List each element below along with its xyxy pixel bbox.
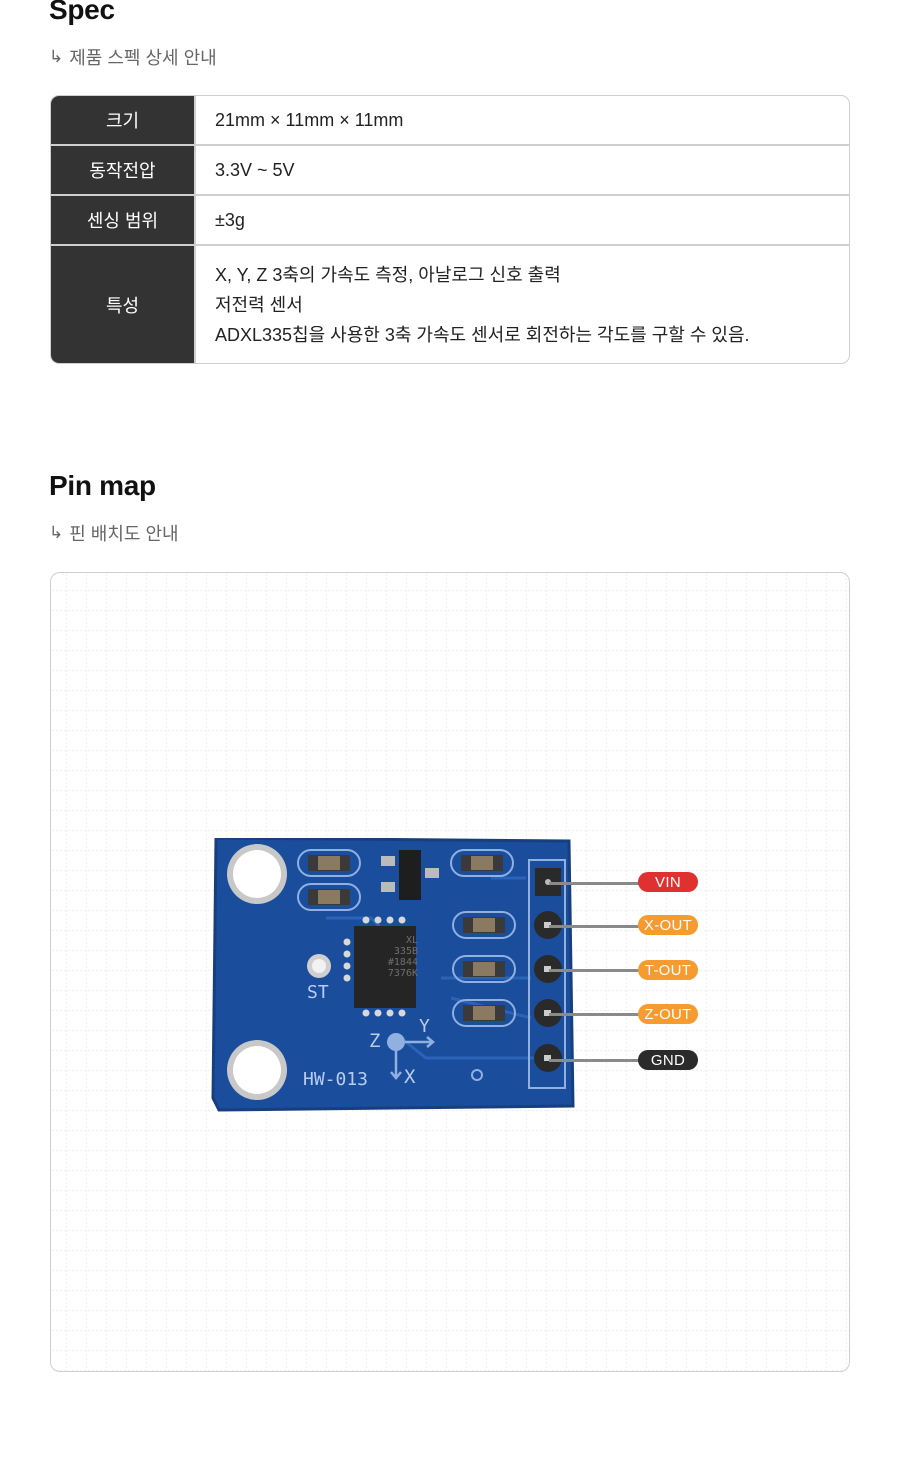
pinmap-subtitle-text: 핀 배치도 안내 [69,524,179,544]
pinmap-card: XL 335B #1844 7376K ST Z Y X HW-013 VIN … [50,572,850,1372]
pin-leader-x-out [549,925,639,928]
spec-value-line: 21mm × 11mm × 11mm [215,110,404,130]
accelerometer-board: XL 335B #1844 7376K ST Z Y X HW-013 [211,836,576,1118]
spec-key: 센싱 범위 [51,196,196,244]
pin-leader-gnd [549,1059,639,1062]
spec-table: 크기 21mm × 11mm × 11mm 동작전압 3.3V ~ 5V 센싱 … [50,95,850,364]
pinmap-subtitle: ↳ 핀 배치도 안내 [49,520,179,546]
silk-y: Y [419,1016,430,1037]
spec-value-line: 3.3V ~ 5V [215,160,295,180]
spec-key: 특성 [51,246,196,363]
spec-value: X, Y, Z 3축의 가속도 측정, 아날로그 신호 출력 저전력 센서 AD… [196,246,849,363]
chip-line: XL [405,935,418,946]
spec-row-voltage: 동작전압 3.3V ~ 5V [51,144,849,194]
silk-z: Z [369,1030,381,1052]
y-axis-arrow [405,1036,435,1048]
spec-key: 크기 [51,96,196,144]
return-arrow-icon: ↳ [49,47,64,66]
regulator-chip [399,850,421,900]
silk-st: ST [307,982,329,1003]
chip-line: 7376K [387,968,418,979]
chip-marking: XL 335B #1844 7376K [372,935,418,979]
spec-key: 동작전압 [51,146,196,194]
header-pins [534,868,562,1072]
pin-leader-z-out [549,1013,639,1016]
adxl335-chip [343,916,416,1017]
spec-row-size: 크기 21mm × 11mm × 11mm [51,96,849,144]
pinmap-title: Pin map [49,470,156,501]
spec-value-line: 저전력 센서 [215,294,303,315]
spec-value-line: ADXL335칩을 사용한 3축 가속도 센서로 회전하는 각도를 구할 수 있… [215,324,750,345]
pcb-image [211,836,575,1112]
pin-label-x-out: X-OUT [638,915,698,935]
chip-line: #1844 [387,957,418,968]
spec-value-line: X, Y, Z 3축의 가속도 측정, 아날로그 신호 출력 [215,264,561,285]
spec-row-range: 센싱 범위 ±3g [51,194,849,244]
pin-label-z-out: Z-OUT [638,1004,698,1024]
spec-value-line: ±3g [215,210,245,230]
header-outline [528,859,566,1089]
spec-value: ±3g [196,196,849,244]
spec-value: 3.3V ~ 5V [196,146,849,194]
chip-line: 335B [393,946,418,957]
spec-subtitle-text: 제품 스펙 상세 안내 [69,48,217,68]
silk-model: HW-013 [303,1069,369,1090]
pin-label-gnd: GND [638,1050,698,1070]
pin-leader-vin [549,882,639,885]
axis-origin [387,1033,405,1051]
spec-title: Spec [49,0,115,25]
spec-row-features: 특성 X, Y, Z 3축의 가속도 측정, 아날로그 신호 출력 저전력 센서… [51,244,849,363]
pin-leader-t-out [549,969,639,972]
spec-subtitle: ↳ 제품 스펙 상세 안내 [49,44,217,70]
spec-value: 21mm × 11mm × 11mm [196,96,849,144]
x-axis-arrow [390,1051,402,1080]
smd-components [297,849,516,1027]
silk-x: X [404,1066,416,1088]
pin-label-vin: VIN [638,872,698,892]
return-arrow-icon: ↳ [49,523,64,542]
pin-label-t-out: T-OUT [638,960,698,980]
